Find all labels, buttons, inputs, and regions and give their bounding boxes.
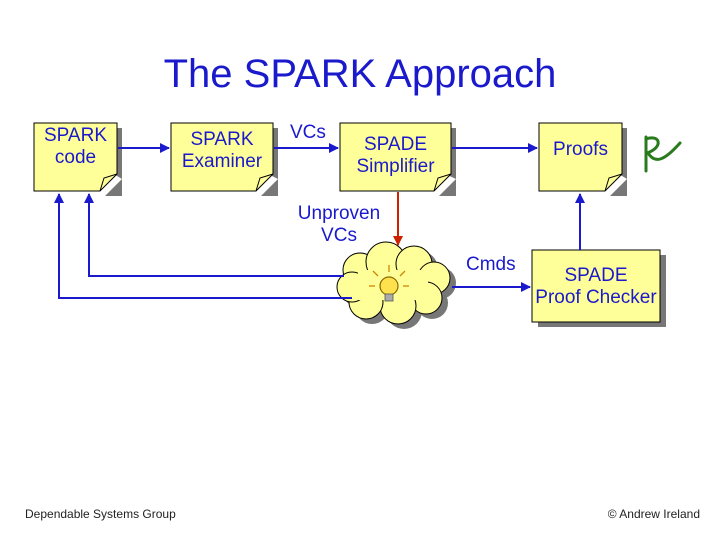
handwritten-check-icon: [644, 135, 682, 173]
vcs-label: VCs: [290, 122, 326, 143]
spark-examiner-label: SPARK Examiner: [181, 129, 263, 172]
lightbulb-icon: [369, 265, 409, 302]
spade-proof-checker-label: SPADE Proof Checker: [535, 265, 657, 308]
feedback-arrow-inner: [84, 193, 344, 277]
spark-code-box: [33, 122, 122, 196]
slide-title: The SPARK Approach: [163, 52, 557, 96]
unproven-vcs-label: Unproven VCs: [297, 203, 381, 246]
spade-simplifier-label: SPADE Simplifier: [356, 134, 435, 177]
footer-left: Dependable Systems Group: [25, 507, 176, 521]
spark-examiner-box: [170, 122, 278, 196]
spade-simplifier-box: [339, 122, 456, 196]
spark-code-label: SPARK code: [43, 125, 107, 168]
feedback-arrow-outer: [54, 193, 352, 299]
footer-right: © Andrew Ireland: [607, 507, 700, 521]
spade-proof-checker-box: [531, 249, 666, 327]
proofs-box: [538, 122, 627, 196]
cmds-label: Cmds: [466, 254, 516, 275]
proofs-label: Proofs: [553, 139, 608, 160]
